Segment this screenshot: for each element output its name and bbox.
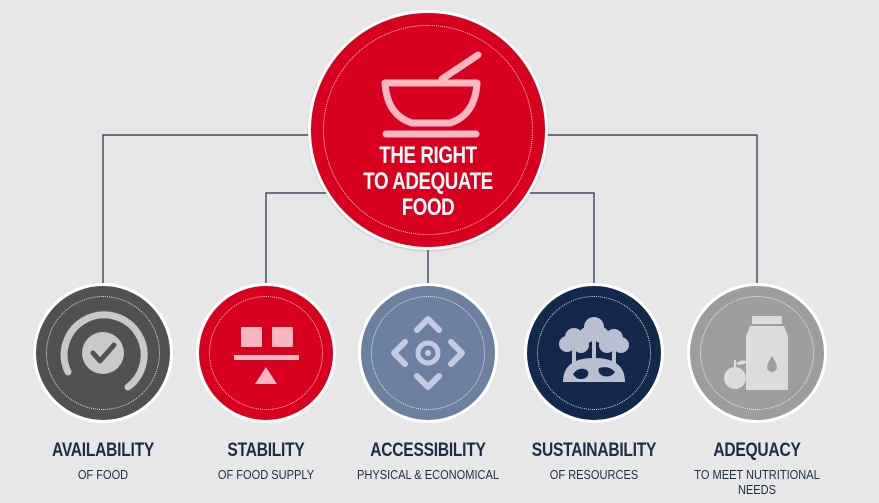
central-title: THE RIGHT TO ADEQUATE FOOD xyxy=(337,143,520,221)
pillar-subtitle: OF FOOD xyxy=(77,467,129,482)
pillar-adequacy-label: ADEQUACY TO MEET NUTRITIONAL NEEDS xyxy=(662,440,852,497)
connector-stability xyxy=(265,192,335,283)
check-circle-icon xyxy=(60,311,148,391)
pillar-sustainability-circle xyxy=(524,283,664,423)
connector-adequacy xyxy=(546,134,758,283)
trees-globe-icon xyxy=(559,317,629,382)
connector-sustainability xyxy=(522,192,595,283)
pillar-title: AVAILABILITY xyxy=(51,440,155,461)
pillar-dotted-ring xyxy=(700,296,814,410)
pillar-dotted-ring xyxy=(209,296,323,410)
central-title-line-1: THE RIGHT xyxy=(379,142,477,169)
balance-icon xyxy=(234,327,299,384)
pillar-sustainability-label: SUSTAINABILITY OF RESOURCES xyxy=(499,440,689,482)
pillar-subtitle: TO MEET NUTRITIONAL NEEDS xyxy=(694,467,820,497)
pillar-title: SUSTAINABILITY xyxy=(531,440,657,461)
pillar-dotted-ring xyxy=(371,296,485,410)
pillar-subtitle: PHYSICAL & ECONOMICAL xyxy=(356,467,500,482)
pillar-accessibility-label: ACCESSIBILITY PHYSICAL & ECONOMICAL xyxy=(333,440,523,482)
connector-availability xyxy=(102,134,310,283)
pillar-dotted-ring xyxy=(537,296,651,410)
pillar-subtitle: OF FOOD SUPPLY xyxy=(217,467,315,482)
pillar-availability-circle xyxy=(33,283,173,423)
pillar-adequacy-circle xyxy=(687,283,827,423)
pillar-accessibility-circle xyxy=(358,283,498,423)
pillar-availability-label: AVAILABILITY OF FOOD xyxy=(8,440,198,482)
central-title-line-2: TO ADEQUATE xyxy=(363,168,493,195)
pillar-stability-label: STABILITY OF FOOD SUPPLY xyxy=(171,440,361,482)
directional-arrows-icon xyxy=(391,316,465,390)
central-circle: THE RIGHT TO ADEQUATE FOOD xyxy=(308,10,548,250)
central-dotted-ring xyxy=(323,25,533,235)
pillar-title: ACCESSIBILITY xyxy=(370,440,486,461)
pillar-dotted-ring xyxy=(46,296,160,410)
bowl-icon xyxy=(381,51,482,138)
pillar-subtitle: OF RESOURCES xyxy=(549,467,639,482)
pillar-title: ADEQUACY xyxy=(713,440,801,461)
pillar-stability-circle xyxy=(196,283,336,423)
pillar-title: STABILITY xyxy=(227,440,305,461)
central-title-line-3: FOOD xyxy=(401,194,455,221)
milk-apple-icon xyxy=(724,316,788,390)
